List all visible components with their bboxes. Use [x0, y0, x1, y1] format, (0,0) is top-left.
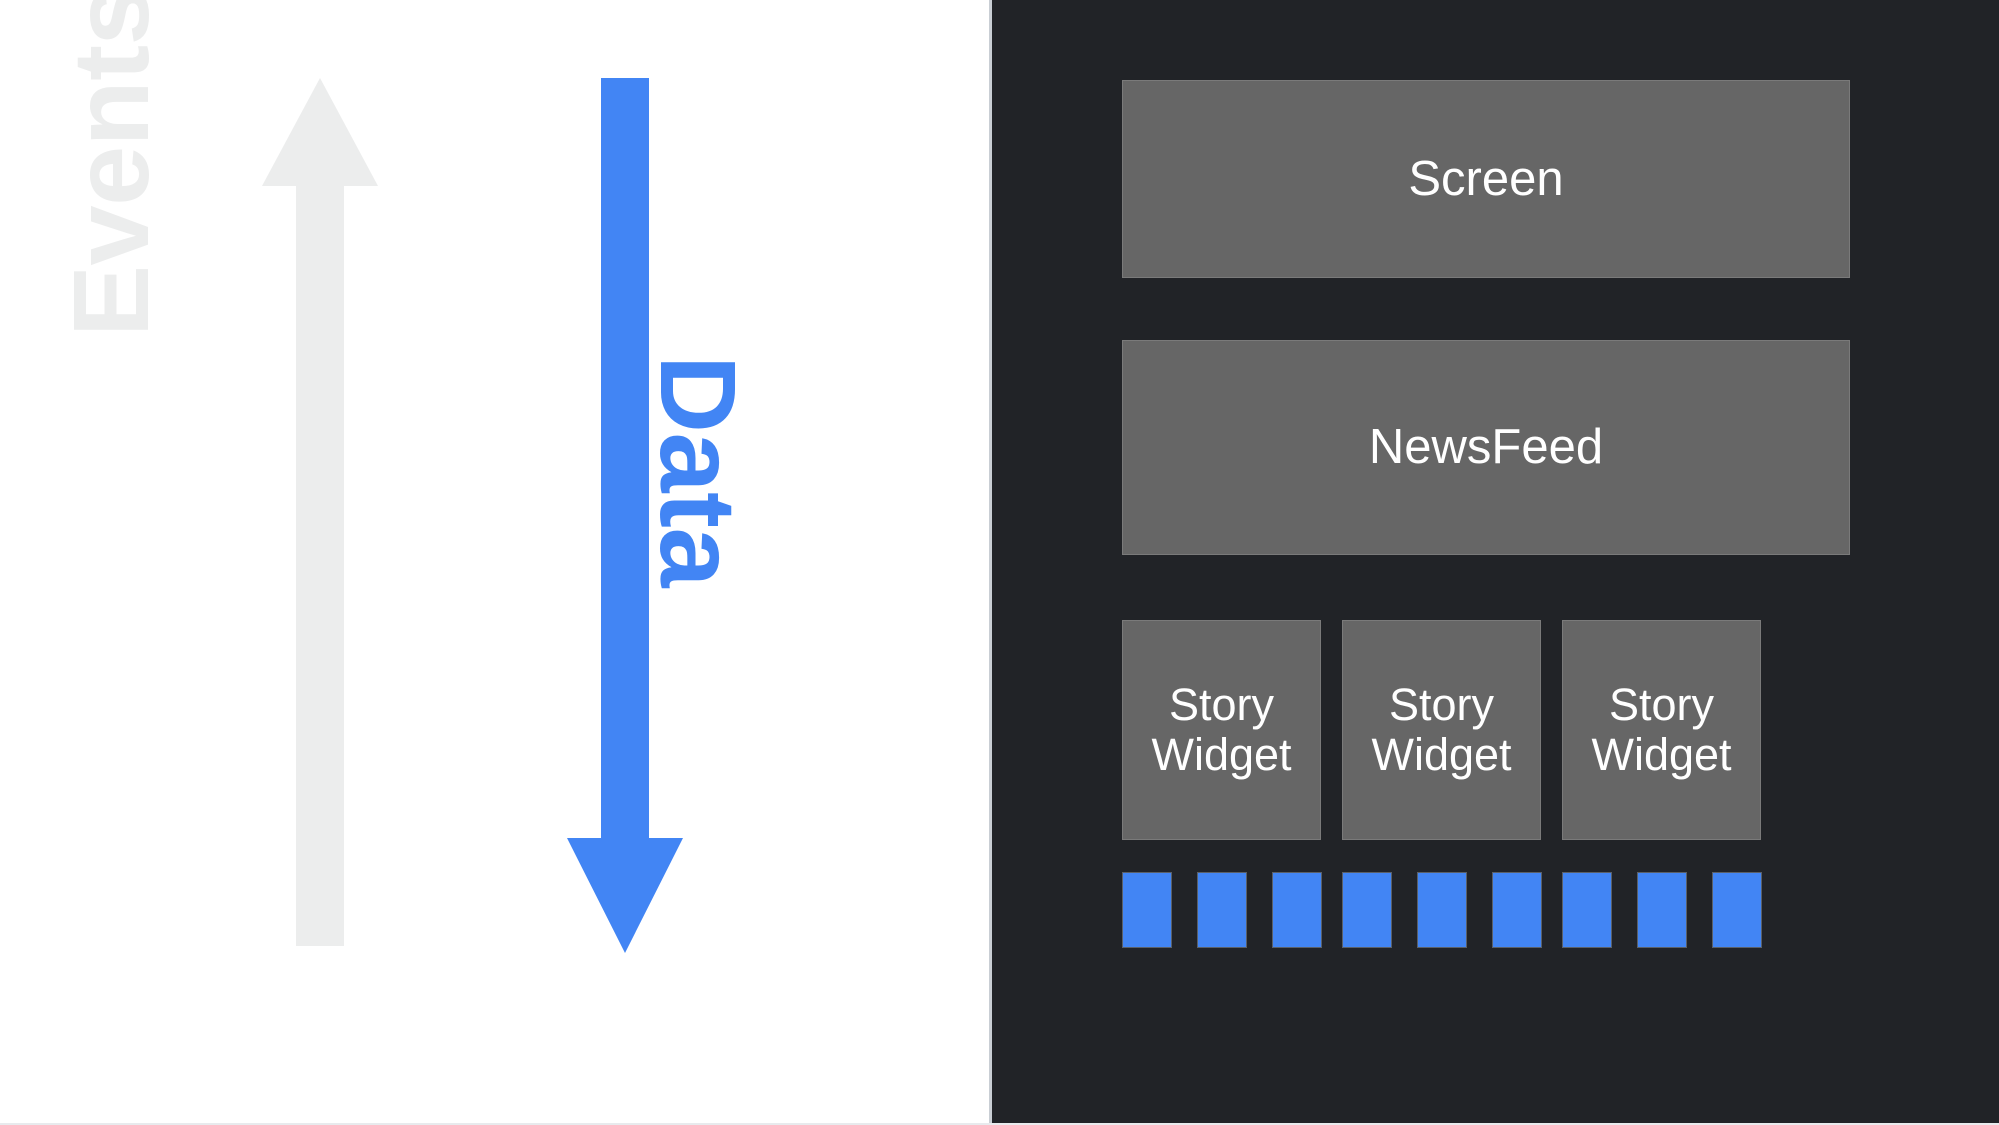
node-newsfeed[interactable]: NewsFeed	[1122, 340, 1850, 555]
leaf-node[interactable]	[1417, 872, 1467, 948]
story-widget-line1: Story	[1608, 678, 1715, 730]
leaf-node-group	[1562, 872, 1762, 948]
node-story-widget[interactable]: Story Widget	[1122, 620, 1321, 840]
flow-legend-panel: Events Data	[0, 0, 989, 1123]
widget-tree-panel: Screen NewsFeed Story Widget Story Widge…	[989, 0, 1999, 1123]
leaf-node[interactable]	[1637, 872, 1687, 948]
leaf-node[interactable]	[1342, 872, 1392, 948]
leaf-node-group	[1122, 872, 1322, 948]
arrow-down-icon	[567, 78, 683, 953]
leaf-node[interactable]	[1272, 872, 1322, 948]
events-flow-label: Events	[50, 0, 171, 337]
node-screen[interactable]: Screen	[1122, 80, 1850, 278]
leaf-node[interactable]	[1492, 872, 1542, 948]
leaf-node[interactable]	[1562, 872, 1612, 948]
story-widget-line1: Story	[1388, 678, 1495, 730]
leaf-node[interactable]	[1122, 872, 1172, 948]
node-story-widget[interactable]: Story Widget	[1562, 620, 1761, 840]
story-widget-line2: Widget	[1151, 729, 1292, 780]
data-flow-label: Data	[638, 355, 759, 588]
leaf-node-group	[1342, 872, 1542, 948]
story-widget-line1: Story	[1168, 678, 1275, 730]
arrow-up-icon	[262, 78, 378, 946]
leaf-node[interactable]	[1197, 872, 1247, 948]
story-widget-line2: Widget	[1591, 729, 1732, 780]
node-story-widget[interactable]: Story Widget	[1342, 620, 1541, 840]
leaf-node[interactable]	[1712, 872, 1762, 948]
story-widget-line2: Widget	[1371, 729, 1512, 780]
